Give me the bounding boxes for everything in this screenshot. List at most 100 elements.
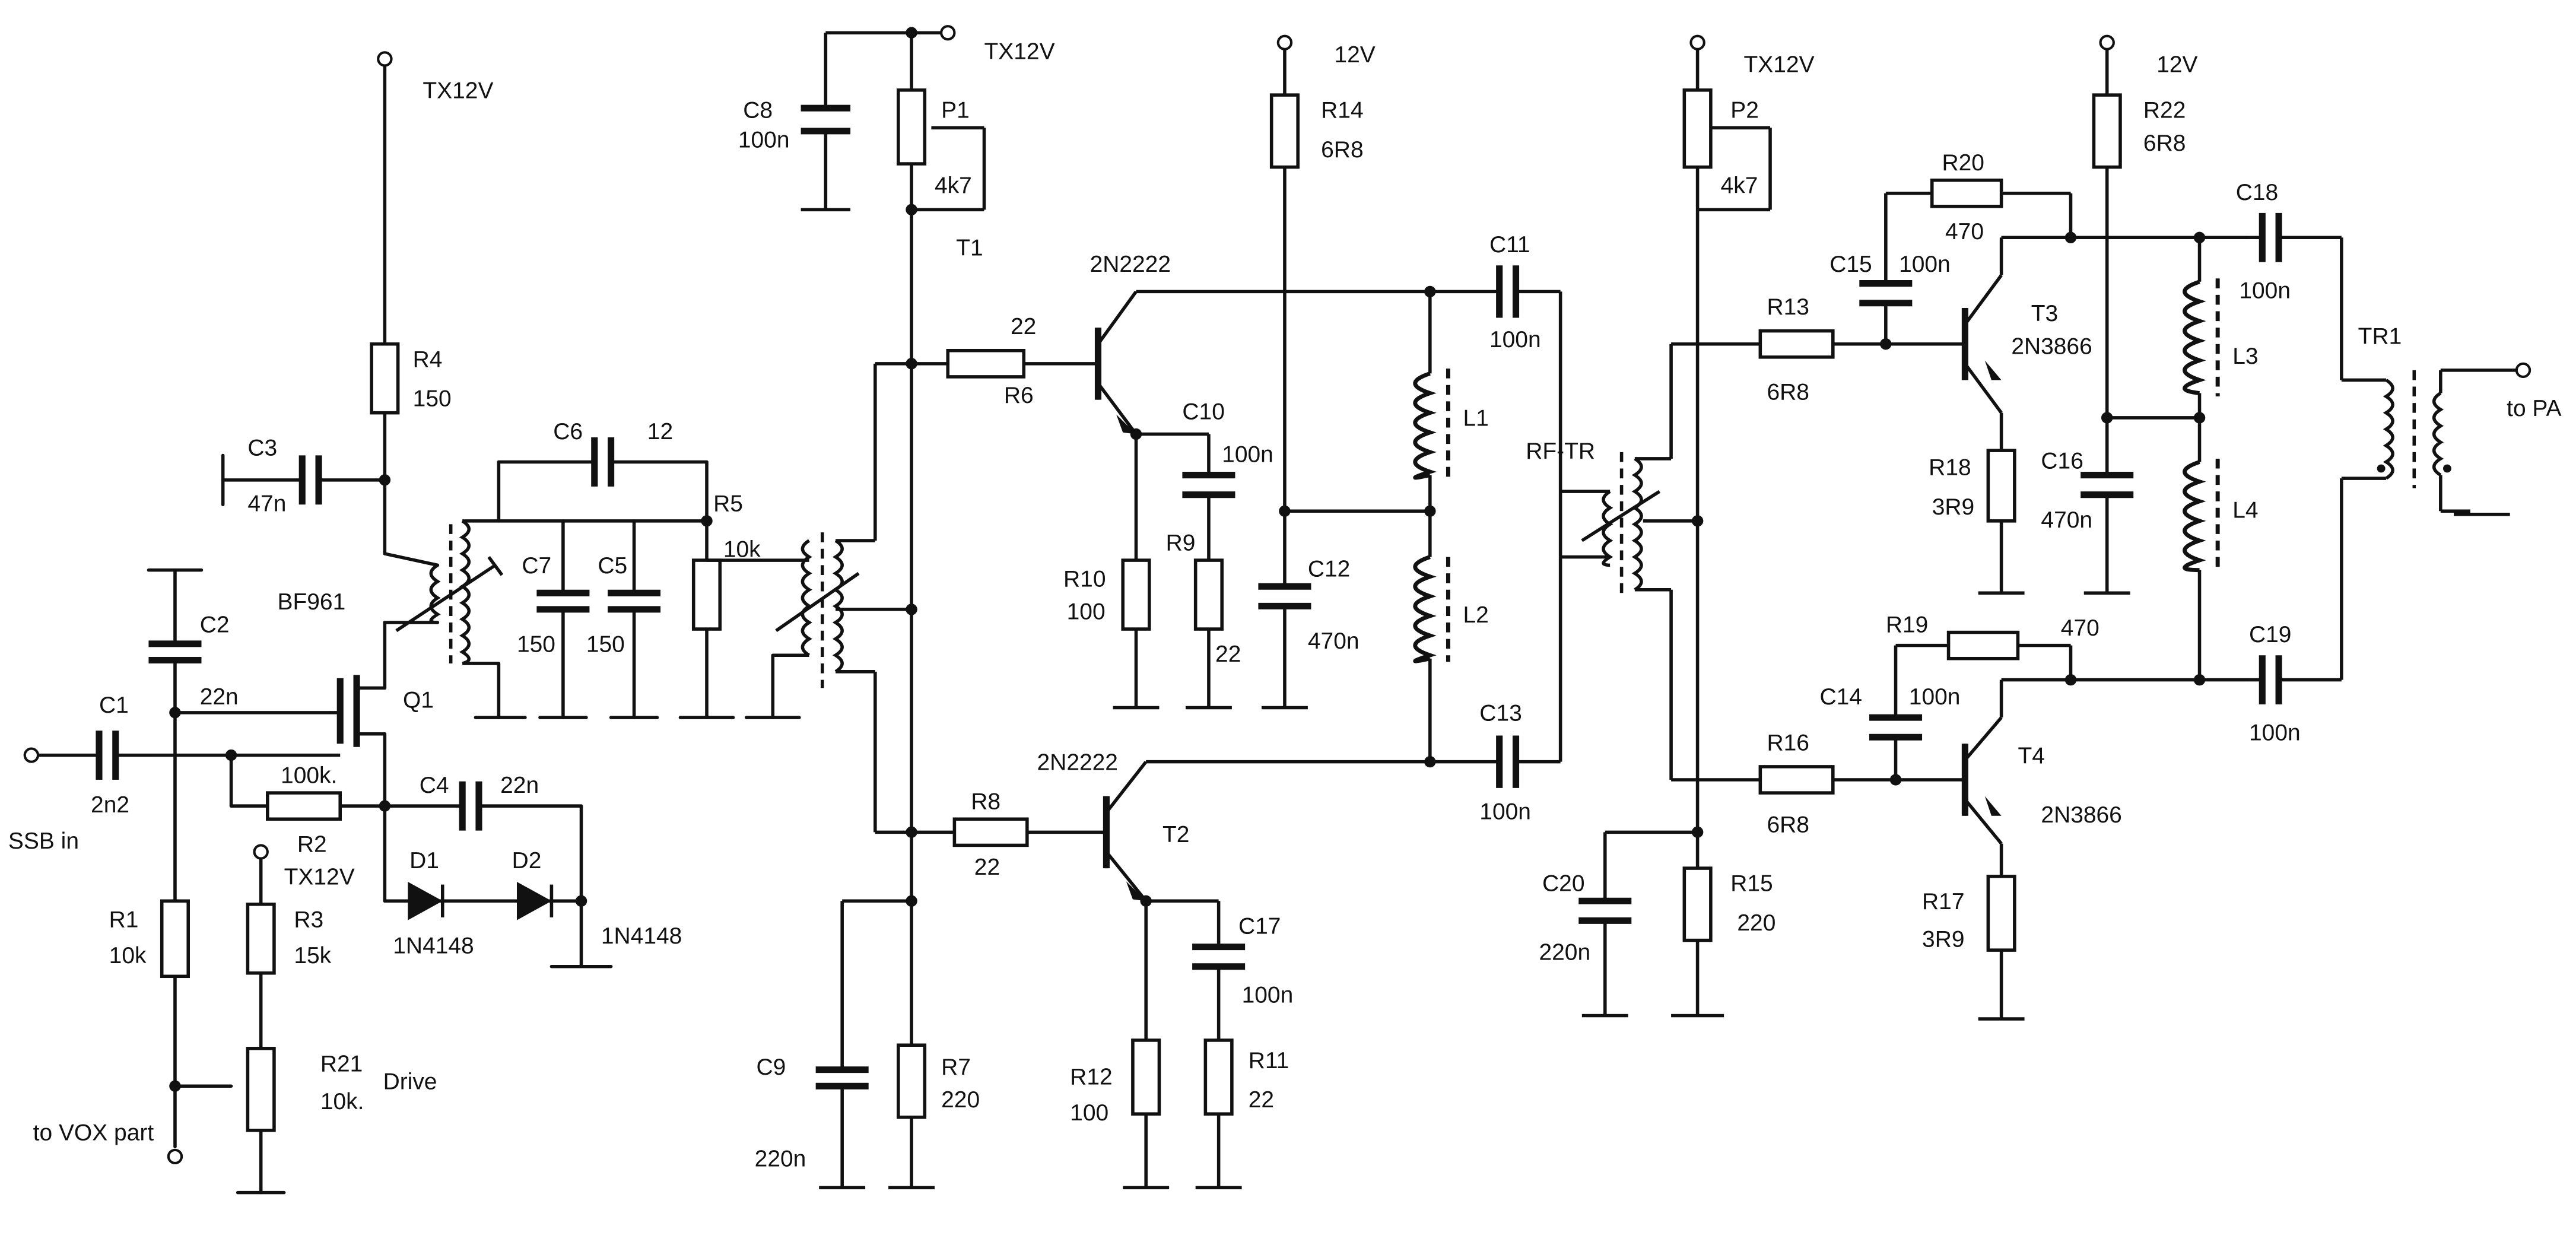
- r15-resistor: [1682, 866, 1713, 942]
- label: D1: [409, 848, 439, 874]
- label: C17: [1238, 914, 1281, 939]
- r2-resistor: [266, 791, 342, 821]
- l3-inductor: [2183, 280, 2206, 395]
- label: R10: [1063, 566, 1106, 592]
- label: 2N2222: [1037, 750, 1118, 776]
- r10-resistor: [1121, 558, 1151, 631]
- label: R16: [1767, 730, 1809, 755]
- label: 3R9: [1932, 494, 1974, 520]
- tx12v-r3-terminal: [253, 844, 269, 860]
- label: TX12V: [284, 865, 355, 890]
- label: 6R8: [1767, 812, 1809, 837]
- label: C6: [553, 419, 583, 444]
- r14-resistor: [1269, 93, 1300, 169]
- label: 10k: [723, 537, 761, 563]
- label: P2: [1730, 98, 1759, 123]
- label: 22n: [200, 684, 239, 710]
- r19-resistor: [1946, 630, 2020, 660]
- label: 6R8: [1767, 380, 1809, 405]
- r7-resistor: [897, 1043, 927, 1119]
- input-tuned-transformer: [395, 519, 504, 665]
- label: to VOX part: [33, 1120, 154, 1145]
- label: 100n: [1479, 799, 1531, 824]
- label: 22n: [500, 773, 539, 798]
- label: 10k.: [320, 1089, 364, 1114]
- 12v-r22-terminal: [2099, 34, 2115, 50]
- label: TX12V: [423, 78, 493, 104]
- final-stage: [1560, 49, 2517, 1021]
- label: 220: [941, 1087, 980, 1113]
- label: R21: [320, 1052, 363, 1077]
- tx12v-p1-terminal: [940, 25, 956, 41]
- label: 220n: [755, 1146, 806, 1172]
- label: 22: [1215, 641, 1241, 667]
- label: 12V: [1334, 42, 1375, 68]
- label: R22: [2143, 98, 2186, 123]
- label: TX12V: [984, 39, 1054, 65]
- label: 10k: [109, 943, 147, 968]
- label: 47n: [247, 491, 286, 516]
- r12-resistor: [1131, 1038, 1161, 1116]
- label: R12: [1070, 1065, 1112, 1090]
- label: R7: [941, 1055, 971, 1080]
- label: 22: [974, 855, 1000, 880]
- label: R18: [1929, 455, 1971, 481]
- d2-diode: [516, 881, 552, 920]
- label: D2: [512, 848, 542, 874]
- label: 220n: [1539, 940, 1590, 965]
- vox-terminal: [167, 1148, 183, 1165]
- label: R15: [1730, 871, 1773, 897]
- l4-inductor: [2183, 460, 2206, 573]
- r18-resistor: [1986, 449, 2016, 523]
- r22-resistor: [2092, 93, 2122, 169]
- label: 470n: [1308, 628, 1360, 654]
- label: C20: [1542, 871, 1584, 897]
- label: 100n: [1489, 327, 1541, 352]
- label: 4k7: [1721, 173, 1758, 199]
- label: T1: [956, 236, 983, 261]
- label: 3R9: [1922, 927, 1964, 952]
- label: Q1: [403, 688, 434, 713]
- label: C7: [522, 553, 551, 579]
- label: R8: [971, 789, 1000, 815]
- label: 150: [586, 632, 625, 658]
- l2-inductor: [1413, 555, 1437, 663]
- label: R19: [1886, 612, 1928, 638]
- label: L2: [1463, 602, 1488, 628]
- label: 100n: [1242, 983, 1294, 1008]
- label: C2: [200, 612, 230, 638]
- label: 470: [1945, 219, 1984, 244]
- label: R9: [1166, 531, 1196, 556]
- label: R17: [1922, 889, 1964, 914]
- label: R13: [1767, 294, 1809, 320]
- to-pa-terminal: [2515, 362, 2531, 378]
- label: BF961: [277, 589, 345, 615]
- label: 2N3866: [2011, 334, 2092, 359]
- label: 1N4148: [393, 933, 474, 959]
- label: P1: [941, 98, 970, 123]
- t3-transistor: [1984, 360, 2002, 380]
- label: 100n: [1909, 684, 1961, 710]
- d1-diode: [408, 881, 443, 920]
- label: 1N4148: [601, 923, 682, 949]
- r3-resistor: [246, 903, 276, 975]
- label: 100n: [1899, 252, 1951, 277]
- label: 6R8: [1321, 137, 1363, 163]
- label: to PA: [2507, 396, 2562, 421]
- label: 2n2: [91, 792, 129, 818]
- label: C18: [2236, 180, 2278, 205]
- r5-resistor: [691, 558, 722, 631]
- label: R1: [109, 907, 139, 933]
- label: 100n: [738, 128, 790, 153]
- label: C15: [1829, 252, 1872, 277]
- r21-potentiometer: [246, 1046, 276, 1132]
- r11-resistor: [1203, 1038, 1234, 1116]
- label: 4k7: [935, 173, 972, 199]
- r6-resistor: [946, 348, 1026, 379]
- r4-resistor: [370, 342, 400, 415]
- label: C9: [756, 1055, 786, 1080]
- label: T2: [1162, 822, 1189, 847]
- label: 22: [1011, 314, 1036, 339]
- t4-transistor: [1984, 796, 2002, 816]
- t1-transformer: [706, 362, 955, 834]
